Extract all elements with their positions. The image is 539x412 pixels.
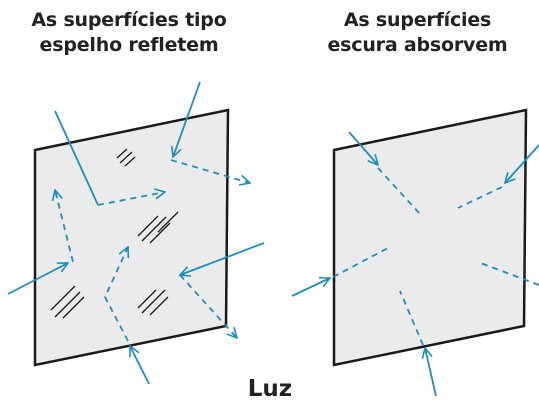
absorbed-light-rays xyxy=(291,131,539,397)
mirror-title-line-2: espelho refletem xyxy=(39,34,219,56)
light-label: Luz xyxy=(247,376,293,402)
mirror-surface-title: As superfícies tipo espelho refletem xyxy=(0,8,258,58)
dark-title-line-1: As superfícies xyxy=(343,9,492,31)
dark-title-line-2: escura absorvem xyxy=(327,34,508,56)
dark-surface-panel xyxy=(291,108,539,397)
dark-surface-title: As superfícies escura absorvem xyxy=(300,8,535,58)
mirror-surface-panel xyxy=(7,81,265,385)
dark-surface xyxy=(332,108,528,367)
mirror-title-line-1: As superfícies tipo xyxy=(31,9,227,31)
mirror-glare-marks xyxy=(50,148,179,319)
reflected-light-rays xyxy=(7,81,265,385)
mirror-surface xyxy=(33,108,230,367)
